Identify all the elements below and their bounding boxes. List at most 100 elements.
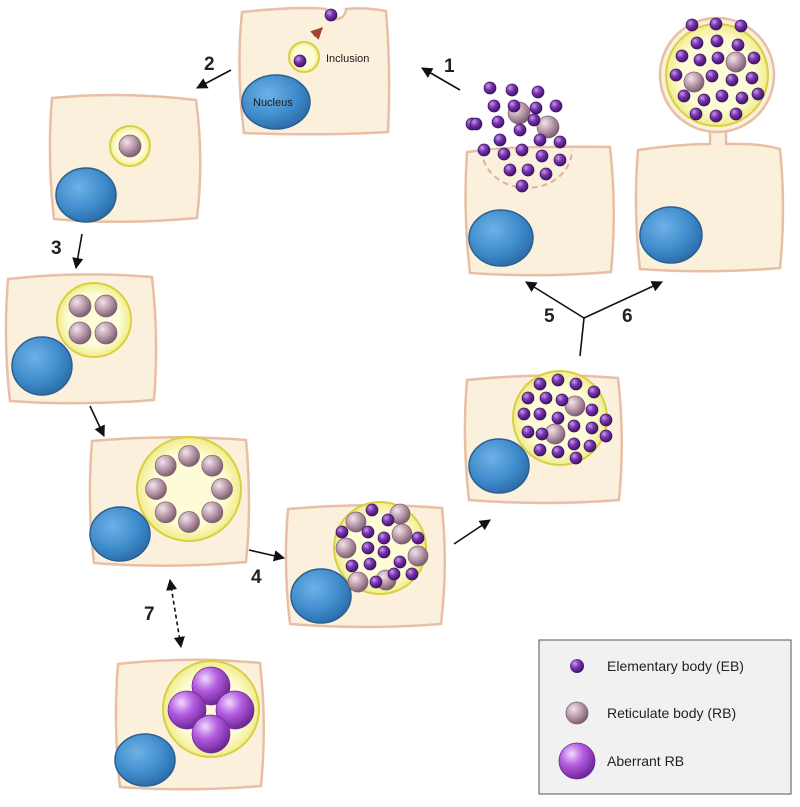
elementary-body — [587, 385, 601, 399]
nucleus — [468, 209, 534, 267]
elementary-body — [745, 71, 759, 85]
reticulate-body — [178, 445, 200, 467]
elementary-body — [551, 411, 565, 425]
elementary-body — [551, 373, 565, 387]
elementary-body — [515, 179, 529, 193]
elementary-body — [533, 407, 547, 421]
elementary-body — [553, 135, 567, 149]
reticulate-body — [154, 454, 177, 477]
elementary-body — [734, 19, 748, 33]
reticulate-body — [347, 571, 369, 593]
elementary-body — [539, 167, 553, 181]
elementary-body — [689, 107, 703, 121]
arrow-stage-3-to-4 — [89, 405, 105, 438]
elementary-body — [533, 443, 547, 457]
elementary-body — [493, 133, 507, 147]
elementary-body — [725, 73, 739, 87]
elementary-body — [345, 559, 359, 573]
reticulate-body — [94, 294, 118, 318]
cell-entry: Inclusion Nucleus — [238, 6, 391, 136]
bacterial-bodies — [68, 8, 765, 754]
elementary-body — [377, 531, 391, 545]
elementary-body — [405, 567, 419, 581]
reticulate-body — [564, 395, 586, 417]
step-label-5: 5 — [544, 306, 555, 327]
nucleus — [11, 336, 73, 396]
elementary-body — [690, 36, 704, 50]
reticulate-body — [68, 321, 92, 345]
legend-aberrant-swatch — [558, 742, 596, 780]
inclusion-label: Inclusion — [326, 53, 369, 65]
cell-stage-2 — [48, 93, 202, 223]
elementary-body — [515, 143, 529, 157]
elementary-body — [469, 117, 483, 131]
elementary-body — [531, 85, 545, 99]
reticulate-body — [118, 134, 142, 158]
elementary-body — [599, 413, 613, 427]
elementary-body — [567, 419, 581, 433]
elementary-body — [599, 429, 613, 443]
elementary-body — [697, 93, 711, 107]
cell-lysis — [464, 145, 615, 277]
legend-rb-label: Reticulate body (RB) — [607, 705, 736, 721]
arrow-step-4 — [248, 549, 286, 562]
elementary-body — [535, 149, 549, 163]
step-label-6: 6 — [622, 306, 633, 327]
nucleus — [89, 506, 151, 562]
arrow-step-3 — [72, 233, 84, 270]
reticulate-body — [154, 501, 177, 524]
legend: Elementary body (EB) Reticulate body (RB… — [538, 639, 792, 795]
reticulate-body — [94, 321, 118, 345]
inclusion — [56, 282, 132, 358]
elementary-body — [533, 133, 547, 147]
arrow-stem — [579, 317, 585, 357]
arrow-stage-5-to-6 — [453, 519, 491, 545]
step-label-4: 4 — [251, 567, 262, 588]
elementary-body — [747, 51, 761, 65]
elementary-body — [324, 8, 338, 22]
elementary-body — [731, 38, 745, 52]
nucleus-label: Nucleus — [253, 97, 293, 109]
elementary-body — [751, 87, 765, 101]
elementary-body — [491, 115, 505, 129]
elementary-body — [675, 49, 689, 63]
cycle-arrows — [72, 67, 664, 649]
legend-eb-label: Elementary body (EB) — [607, 658, 744, 674]
arrow-step-5 — [525, 281, 585, 319]
reticulate-body — [68, 294, 92, 318]
nucleus — [468, 438, 530, 494]
elementary-body — [361, 541, 375, 555]
elementary-body — [555, 393, 569, 407]
reticulate-body — [201, 501, 224, 524]
arrow-step-7-reversible — [166, 578, 185, 649]
elementary-body — [551, 445, 565, 459]
step-label-7: 7 — [144, 604, 155, 625]
elementary-body — [507, 99, 521, 113]
elementary-body — [505, 83, 519, 97]
legend-eb-swatch — [570, 659, 584, 673]
arrow-step-1 — [421, 67, 461, 91]
elementary-body — [583, 439, 597, 453]
elementary-body — [521, 163, 535, 177]
reticulate-body — [201, 454, 224, 477]
elementary-body — [377, 545, 391, 559]
reticulate-body — [335, 537, 357, 559]
elementary-body — [729, 107, 743, 121]
aberrant-rb — [191, 666, 231, 706]
elementary-body — [709, 17, 723, 31]
aberrant-rb — [167, 690, 207, 730]
elementary-body — [513, 123, 527, 137]
elementary-body — [685, 18, 699, 32]
elementary-body — [411, 531, 425, 545]
elementary-body — [669, 68, 683, 82]
elementary-body — [533, 377, 547, 391]
reticulate-body — [145, 478, 167, 500]
elementary-body — [549, 99, 563, 113]
elementary-body — [709, 109, 723, 123]
entry-arrow — [310, 27, 323, 40]
nucleus — [639, 206, 703, 264]
elementary-body — [503, 163, 517, 177]
elementary-body — [521, 391, 535, 405]
